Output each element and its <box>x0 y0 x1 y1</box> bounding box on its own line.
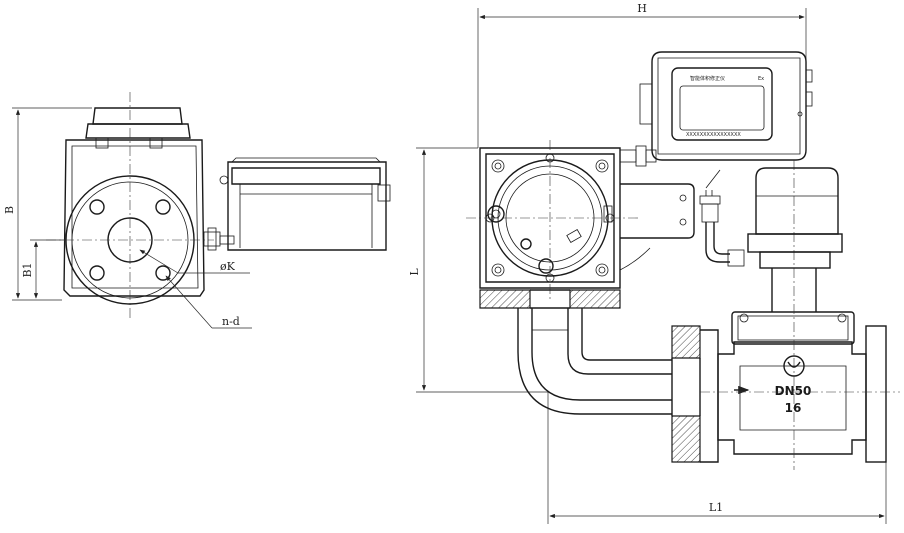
valve-size-marking: DN50 <box>775 384 812 398</box>
side-view <box>46 92 391 329</box>
dimension-L <box>416 147 548 393</box>
pipe-end-flange <box>671 325 719 463</box>
meter-flange <box>479 289 621 309</box>
flowmeter-body <box>466 140 640 300</box>
display-title: 智能体积修正仪 <box>690 75 725 82</box>
label-B: B <box>3 206 16 214</box>
cable-gland <box>619 145 657 167</box>
valve-pressure-marking: 16 <box>785 401 802 415</box>
label-n-d: n-d <box>222 315 240 328</box>
valve-body: DN50 16 <box>700 325 900 463</box>
label-L: L <box>408 268 421 276</box>
label-H: H <box>637 2 647 15</box>
dimension-B <box>12 107 92 301</box>
valve-actuator <box>731 160 855 470</box>
mounting-bracket <box>619 183 695 271</box>
dimension-H <box>477 8 807 148</box>
dimension-L1 <box>547 392 887 524</box>
label-B1: B1 <box>21 262 34 277</box>
pressure-sensor-line <box>699 169 745 267</box>
display-corner-mark: Ex <box>758 76 764 82</box>
display-manufacturer: XXXXXXXXXXXXXXXX <box>686 132 741 138</box>
connecting-pipe <box>517 308 672 415</box>
label-L1: L1 <box>709 501 723 514</box>
volume-corrector-display: 智能体积修正仪 Ex XXXXXXXXXXXXXXXX <box>639 51 813 161</box>
label-phi-K: øK <box>220 260 236 273</box>
dimension-B1 <box>30 239 66 299</box>
